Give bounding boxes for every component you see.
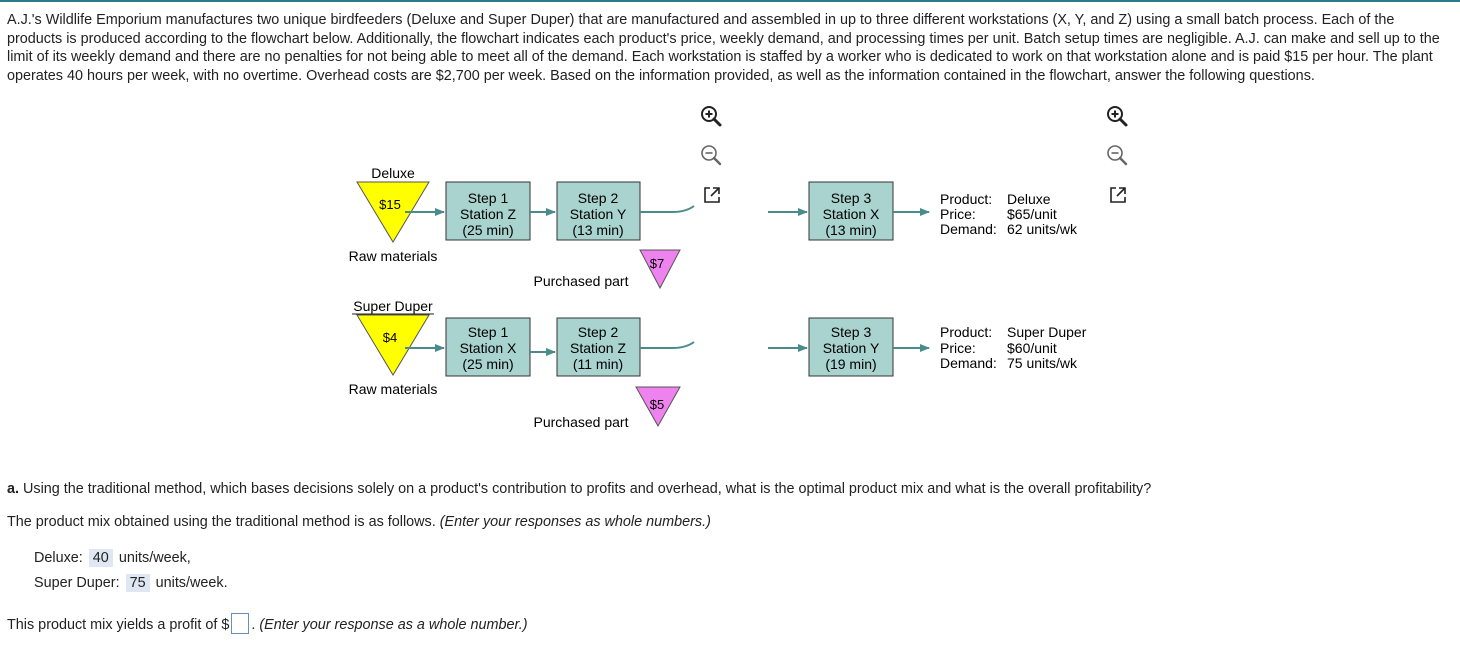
super-raw-cost: $4 [383,330,397,345]
deluxe-price-key: Price: [940,206,976,222]
super-step1-title: Step 1 [468,324,509,340]
deluxe-answer-row: Deluxe: 40 units/week, [34,549,191,567]
deluxe-demand-key: Demand: [940,221,997,237]
super-product-key: Product: [940,324,992,340]
super-step3-title: Step 3 [831,324,872,340]
mix-hint-text: (Enter your responses as whole numbers.) [439,514,711,530]
super-answer-label: Super Duper: [34,575,120,591]
super-step3-station: Station Y [823,340,880,356]
super-answer-unit: units/week. [155,575,228,591]
super-step1-time: (25 min) [462,356,513,372]
product-mix-instructions: The product mix obtained using the tradi… [7,514,711,530]
zoom-in-icon[interactable] [1104,104,1130,130]
question-part-label: a. [7,481,20,497]
question-part-a: a. Using the traditional method, which b… [7,481,1151,497]
deluxe-step3-station: Station X [823,206,880,222]
deluxe-step2-box [556,181,641,241]
super-price: $60/unit [1007,340,1057,356]
super-answer-value[interactable]: 75 [125,574,150,592]
problem-description: A.J.'s Wildlife Emporium manufactures tw… [7,12,1440,84]
deluxe-merge-line [640,205,695,213]
deluxe-product-label: Deluxe [371,165,415,181]
deluxe-answer-unit: units/week, [118,550,191,566]
super-step1-box [445,317,531,377]
deluxe-step3-time: (13 min) [825,222,876,238]
super-demand-key: Demand: [940,355,997,371]
deluxe-purchased-part-triangle [639,249,681,290]
super-raw-materials-triangle [356,314,430,376]
zoom-out-icon[interactable] [1104,143,1130,169]
super-price-key: Price: [940,340,976,356]
deluxe-step2-title: Step 2 [578,190,619,206]
super-step1-station: Station X [460,340,517,356]
deluxe-step1-station: Station Z [460,206,516,222]
super-step3-box [808,317,894,377]
super-step3-time: (19 min) [825,356,876,372]
deluxe-raw-cost: $15 [379,197,401,212]
top-accent-line [0,0,1460,2]
profit-input[interactable] [231,613,250,634]
deluxe-product-key: Product: [940,191,992,207]
super-purchased-part-triangle [635,386,681,428]
deluxe-step2-time: (13 min) [572,222,623,238]
super-merge-line [640,341,695,349]
external-link-icon[interactable] [1105,182,1131,208]
super-step2-title: Step 2 [578,324,619,340]
profit-prefix: This product mix yields a profit of $ [7,617,230,633]
deluxe-step3-box [808,181,894,241]
super-purchased-cost: $5 [650,397,664,412]
deluxe-step3-title: Step 3 [831,190,872,206]
process-flowchart: Deluxe $15 Raw materials Step 1 Station … [349,165,1087,430]
deluxe-price: $65/unit [1007,206,1057,222]
deluxe-product-name: Deluxe [1007,191,1051,207]
mix-intro-text: The product mix obtained using the tradi… [7,514,436,530]
super-step2-station: Station Z [570,340,626,356]
question-part-text: Using the traditional method, which base… [23,481,1152,497]
deluxe-step1-box [445,181,531,241]
deluxe-purchased-cost: $7 [650,256,664,271]
super-step2-box [556,317,641,377]
external-link-icon[interactable] [699,182,725,208]
deluxe-step1-time: (25 min) [462,222,513,238]
deluxe-answer-label: Deluxe: [34,550,83,566]
super-raw-label: Raw materials [349,381,438,397]
super-step2-time: (11 min) [573,356,623,372]
profit-hint: (Enter your response as a whole number.) [259,617,528,633]
deluxe-purchased-label: Purchased part [534,273,629,289]
profit-suffix: . [251,617,256,633]
super-purchased-label: Purchased part [534,414,629,430]
deluxe-answer-value[interactable]: 40 [88,549,113,567]
super-answer-row: Super Duper: 75 units/week. [34,574,228,592]
deluxe-demand: 62 units/wk [1007,221,1078,237]
super-product-label: Super Duper [353,298,433,314]
zoom-out-icon[interactable] [698,143,724,169]
deluxe-step1-title: Step 1 [468,190,509,206]
deluxe-step2-station: Station Y [570,206,627,222]
super-demand: 75 units/wk [1007,355,1078,371]
profit-question-row: This product mix yields a profit of $. (… [7,613,528,634]
deluxe-raw-label: Raw materials [349,248,438,264]
zoom-in-icon[interactable] [698,104,724,130]
super-product-name: Super Duper [1007,324,1087,340]
